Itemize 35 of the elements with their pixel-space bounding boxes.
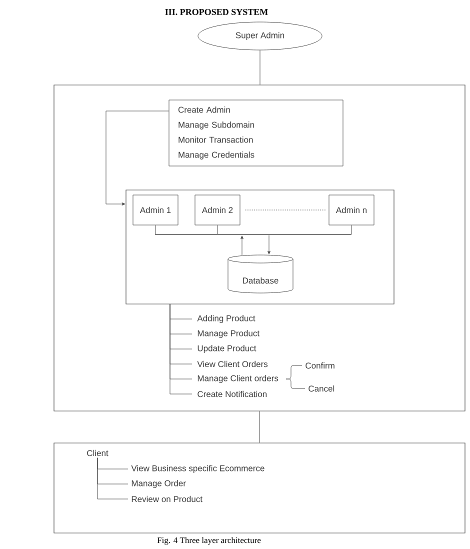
arrow — [240, 236, 244, 256]
title: III. PROPOSED SYSTEM — [165, 8, 268, 16]
database-cylinder: Database — [228, 254, 294, 294]
curly-brace — [286, 365, 302, 380]
connector — [155, 225, 156, 234]
tree-line — [170, 304, 192, 394]
connector — [217, 225, 218, 234]
caption: Fig. 4 Three layer architecture — [157, 537, 261, 545]
ellipse-node: Super Admin — [198, 22, 322, 50]
arrow — [268, 234, 270, 254]
list-item: Manage Product — [198, 330, 260, 338]
list-item: Cancel — [308, 385, 334, 392]
list-item: Review on Product — [132, 496, 202, 502]
list-item: Manage Order — [132, 480, 186, 488]
list-item: View Business specific Ecommerce — [131, 465, 264, 473]
container-box — [54, 84, 466, 412]
list-item: Update Product — [198, 345, 256, 353]
container-box — [126, 190, 394, 304]
list-item: Confirm — [306, 362, 334, 369]
container-box — [54, 442, 466, 534]
arrow — [106, 110, 169, 206]
list-item: Manage Client orders — [198, 375, 278, 383]
curly-brace — [286, 378, 306, 389]
list-item: View Client Orders — [197, 360, 268, 368]
process-box: Admin n — [328, 194, 374, 226]
tree-line — [97, 458, 128, 500]
list-item: Create Notification — [198, 390, 267, 398]
node-label: Database — [243, 277, 278, 284]
list-item: Adding Product — [197, 315, 256, 323]
process-box: Admin 2 — [194, 194, 240, 226]
connector — [259, 411, 260, 443]
process-box: Admin 1 — [132, 194, 178, 226]
list-box: Create Admin Manage Subdomain Monitor Transaction Manage Credentials — [168, 100, 344, 166]
heading-text: Client — [87, 450, 108, 456]
connector — [351, 225, 352, 234]
